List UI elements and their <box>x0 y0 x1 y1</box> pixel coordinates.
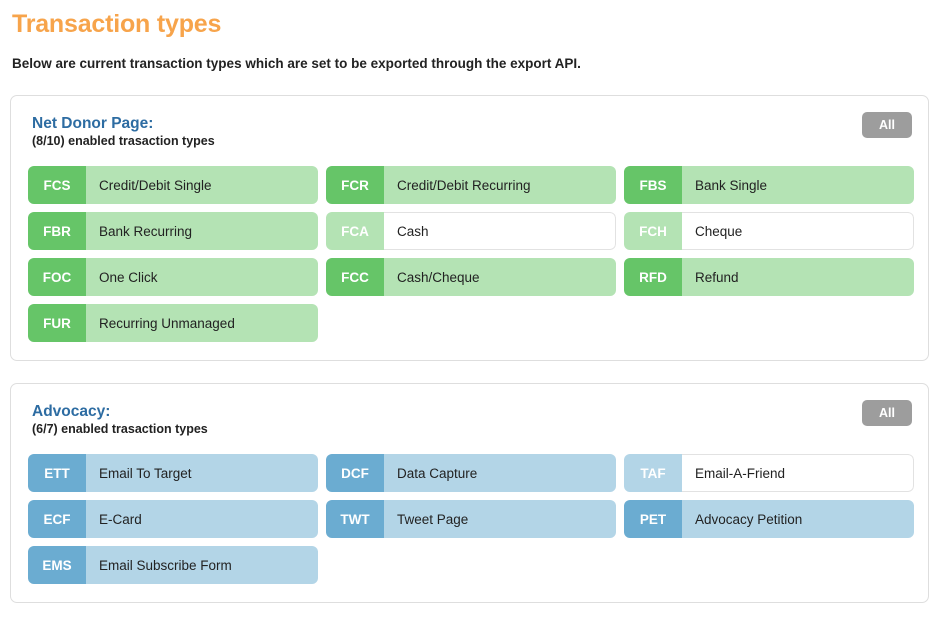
transaction-type-label: Email Subscribe Form <box>86 546 318 584</box>
transaction-type-label: Bank Single <box>682 166 914 204</box>
panel-net-donor-page: Net Donor Page: (8/10) enabled trasaction… <box>10 95 929 361</box>
transaction-type-code: TAF <box>624 454 682 492</box>
page-title: Transaction types <box>12 10 222 38</box>
transaction-type-label: Advocacy Petition <box>682 500 914 538</box>
transaction-type-code: RFD <box>624 258 682 296</box>
transaction-type-label: Cash/Cheque <box>384 258 616 296</box>
transaction-type-label: Email To Target <box>86 454 318 492</box>
transaction-type-label: Cheque <box>682 212 914 250</box>
transaction-type-code: FOC <box>28 258 86 296</box>
transaction-type-code: FUR <box>28 304 86 342</box>
transaction-type-code: DCF <box>326 454 384 492</box>
transaction-type-code: EMS <box>28 546 86 584</box>
transaction-type-code: FCS <box>28 166 86 204</box>
panel-subtitle: (8/10) enabled trasaction types <box>32 134 215 148</box>
transaction-type-label: One Click <box>86 258 318 296</box>
transaction-type-label: Refund <box>682 258 914 296</box>
transaction-type-code: PET <box>624 500 682 538</box>
transaction-type-label: Recurring Unmanaged <box>86 304 318 342</box>
panel-title: Net Donor Page: <box>32 115 154 132</box>
transaction-type-code: FCH <box>624 212 682 250</box>
transaction-type-label: Data Capture <box>384 454 616 492</box>
transaction-type-label: Cash <box>384 212 616 250</box>
panel-title: Advocacy: <box>32 403 111 420</box>
panels-root: Net Donor Page: (8/10) enabled trasaction… <box>10 95 929 603</box>
panel-header: Net Donor Page: (8/10) enabled trasaction… <box>28 112 912 152</box>
panel-subtitle: (6/7) enabled trasaction types <box>32 422 208 436</box>
transaction-type-code: TWT <box>326 500 384 538</box>
transaction-type-code: FBS <box>624 166 682 204</box>
all-button[interactable]: All <box>862 400 912 426</box>
transaction-type-code: ETT <box>28 454 86 492</box>
transaction-type-label: Credit/Debit Single <box>86 166 318 204</box>
all-button[interactable]: All <box>862 112 912 138</box>
transaction-type-code: FCR <box>326 166 384 204</box>
page-container: Transaction types Below are current tran… <box>10 10 929 603</box>
panel-header: Advocacy: (6/7) enabled trasaction types A… <box>28 400 912 440</box>
page-subtitle: Below are current transaction types whic… <box>12 56 581 71</box>
transaction-type-label: Tweet Page <box>384 500 616 538</box>
transaction-type-code: FCA <box>326 212 384 250</box>
transaction-type-label: Email-A-Friend <box>682 454 914 492</box>
transaction-type-code: ECF <box>28 500 86 538</box>
transaction-type-label: Credit/Debit Recurring <box>384 166 616 204</box>
transaction-type-label: Bank Recurring <box>86 212 318 250</box>
transaction-type-code: FBR <box>28 212 86 250</box>
transaction-type-code: FCC <box>326 258 384 296</box>
transaction-type-label: E-Card <box>86 500 318 538</box>
